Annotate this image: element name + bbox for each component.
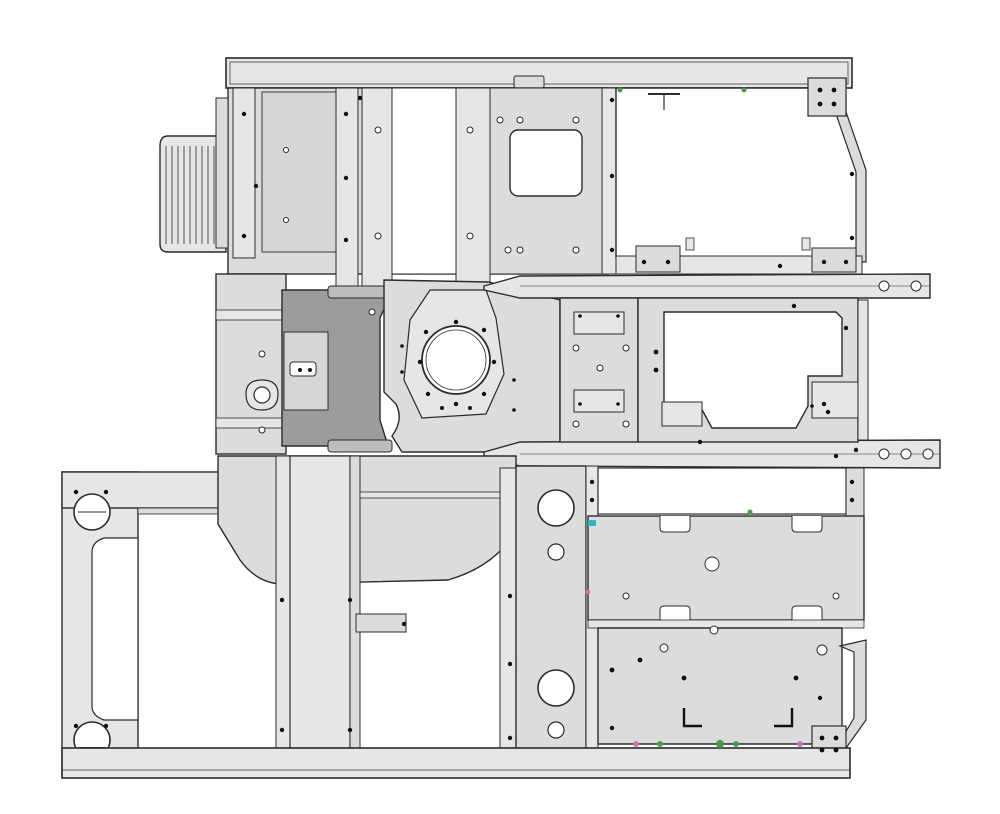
lower-right-plates [587,467,867,757]
lower-arm-beam [483,439,941,469]
shaded-mounting-plate [281,285,393,453]
upper-left-frame [227,87,617,289]
lower-vertical-column [515,465,599,751]
slewing-ring-plate [383,279,561,453]
bolt-hole-icon [73,87,859,753]
bottom-cross-beam [61,747,851,779]
lower-center-plate [217,455,517,749]
upper-arm-beam [483,273,931,299]
top-cross-beam [225,57,853,89]
upper-right-frame [615,77,867,275]
accent-marks [585,87,803,748]
lower-left-frame [61,465,311,777]
central-left-block [215,273,303,455]
round-hole-icon [258,116,934,656]
central-right-box [559,297,869,443]
side-radiator [159,97,229,253]
